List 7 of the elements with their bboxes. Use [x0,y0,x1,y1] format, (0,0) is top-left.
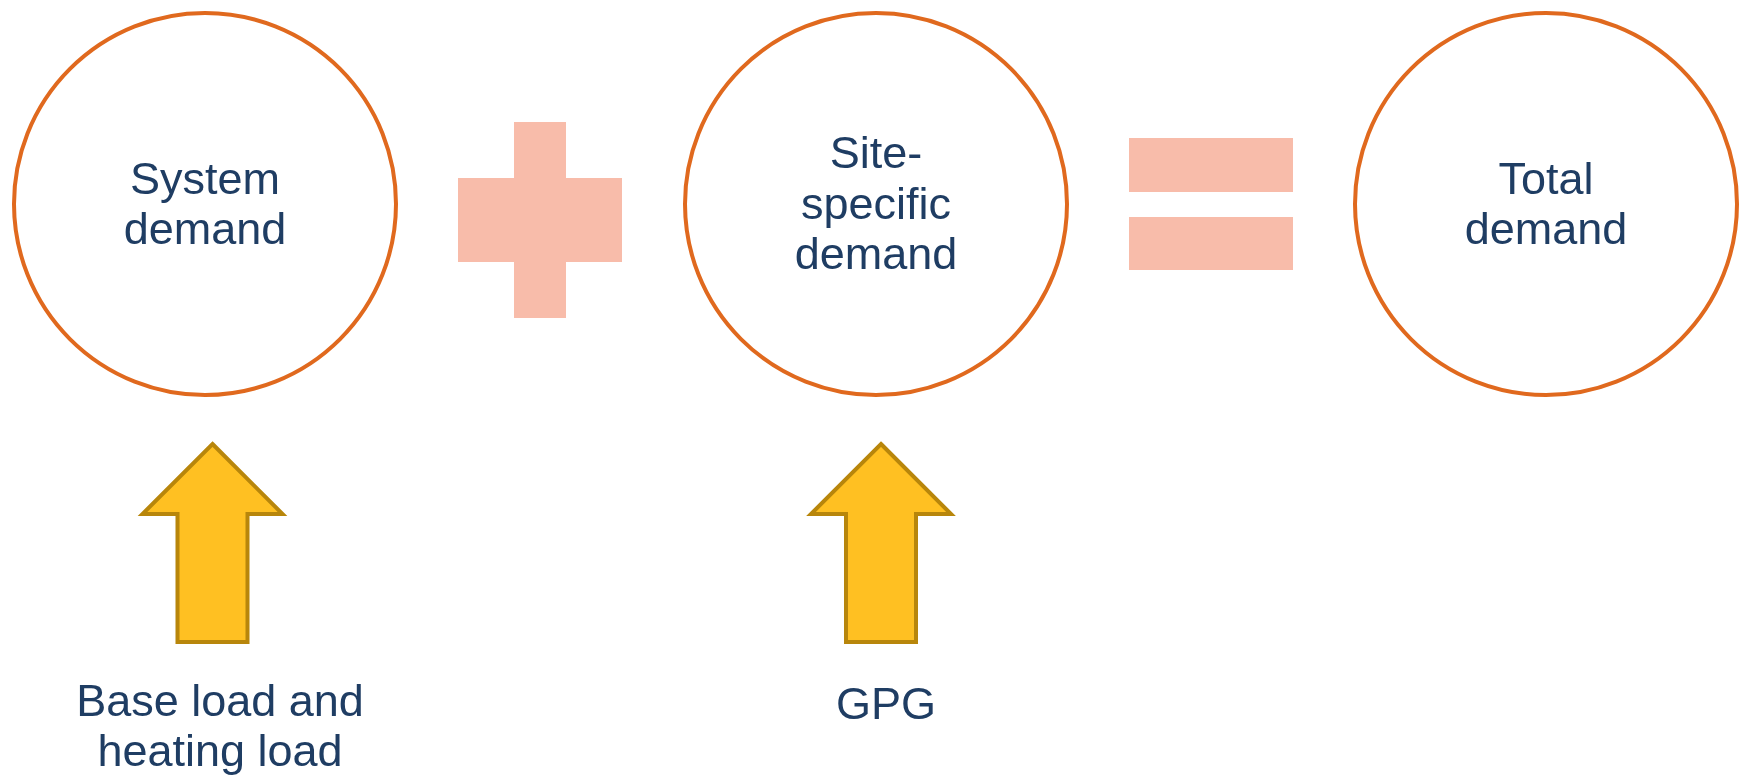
node-text: GPG [835,678,937,730]
node-text: System demand [122,153,288,255]
block-arrow [806,441,956,644]
block-arrow [137,441,288,644]
node-text: Site-specific demand [793,128,959,280]
node-text: Total demand [1463,153,1629,255]
node-text: Base load and heating load [75,675,365,777]
